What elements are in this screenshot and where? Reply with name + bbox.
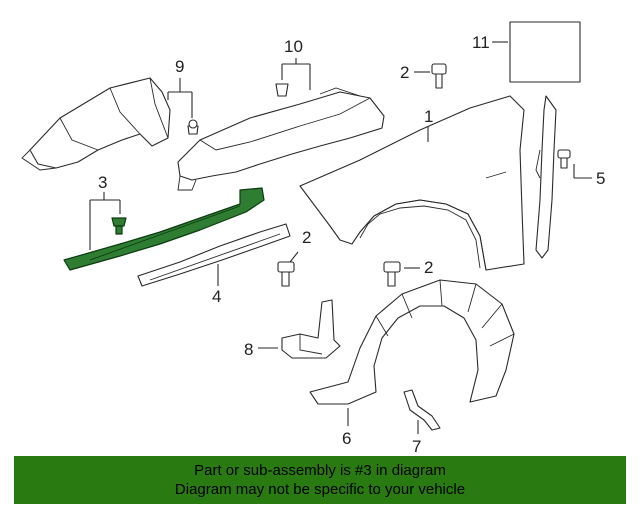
part-9-liner[interactable] [21, 77, 171, 171]
svg-text:7: 7 [412, 437, 421, 456]
part-4-seal[interactable] [137, 223, 291, 287]
part-7-seal[interactable] [403, 389, 441, 431]
svg-text:2: 2 [424, 258, 433, 277]
callout-2a: 2 [400, 63, 430, 82]
clip-5[interactable] [557, 149, 571, 169]
part-6-inner-liner[interactable] [309, 279, 515, 405]
callout-5: 5 [573, 164, 605, 188]
bolt-2a[interactable] [431, 63, 447, 89]
svg-text:6: 6 [342, 429, 351, 448]
svg-text:2: 2 [302, 228, 311, 247]
svg-text:2: 2 [400, 63, 409, 82]
callout-9: 9 [167, 57, 193, 118]
bolt-2b[interactable] [277, 261, 295, 287]
svg-text:1: 1 [424, 107, 433, 126]
clip-3[interactable] [111, 217, 127, 235]
callout-1: 1 [424, 107, 433, 142]
part-3-seal[interactable] [63, 187, 265, 271]
part-5-bracket[interactable] [535, 95, 557, 259]
svg-text:4: 4 [212, 287, 221, 306]
callout-4: 4 [212, 264, 221, 306]
banner-line-1: Part or sub-assembly is #3 in diagram [194, 462, 446, 479]
callout-3: 3 [89, 173, 121, 250]
banner-line-2: Diagram may not be specific to your vehi… [174, 481, 466, 498]
svg-text:8: 8 [244, 340, 253, 359]
info-banner: Part or sub-assembly is #3 in diagram Di… [14, 456, 626, 504]
clip-9[interactable] [187, 119, 199, 135]
callout-2b: 2 [289, 228, 311, 263]
callout-8: 8 [244, 340, 278, 359]
svg-text:11: 11 [472, 33, 490, 52]
svg-text:5: 5 [596, 169, 605, 188]
part-10-splash-shield[interactable] [177, 87, 385, 191]
part-8-bracket[interactable] [281, 299, 341, 359]
callout-7: 7 [412, 420, 421, 456]
parts-diagram: 9 10 11 2 1 [21, 21, 605, 456]
part-1-fender[interactable] [299, 95, 525, 271]
svg-text:9: 9 [175, 57, 184, 76]
callout-6: 6 [342, 408, 351, 448]
bolt-2c[interactable] [383, 261, 401, 287]
callout-2c: 2 [404, 258, 433, 277]
callout-11: 11 [472, 33, 508, 52]
clip-10[interactable] [275, 83, 289, 97]
svg-text:10: 10 [284, 37, 303, 56]
part-11-label[interactable] [509, 21, 581, 83]
callout-10: 10 [281, 37, 311, 90]
svg-text:3: 3 [98, 173, 107, 192]
